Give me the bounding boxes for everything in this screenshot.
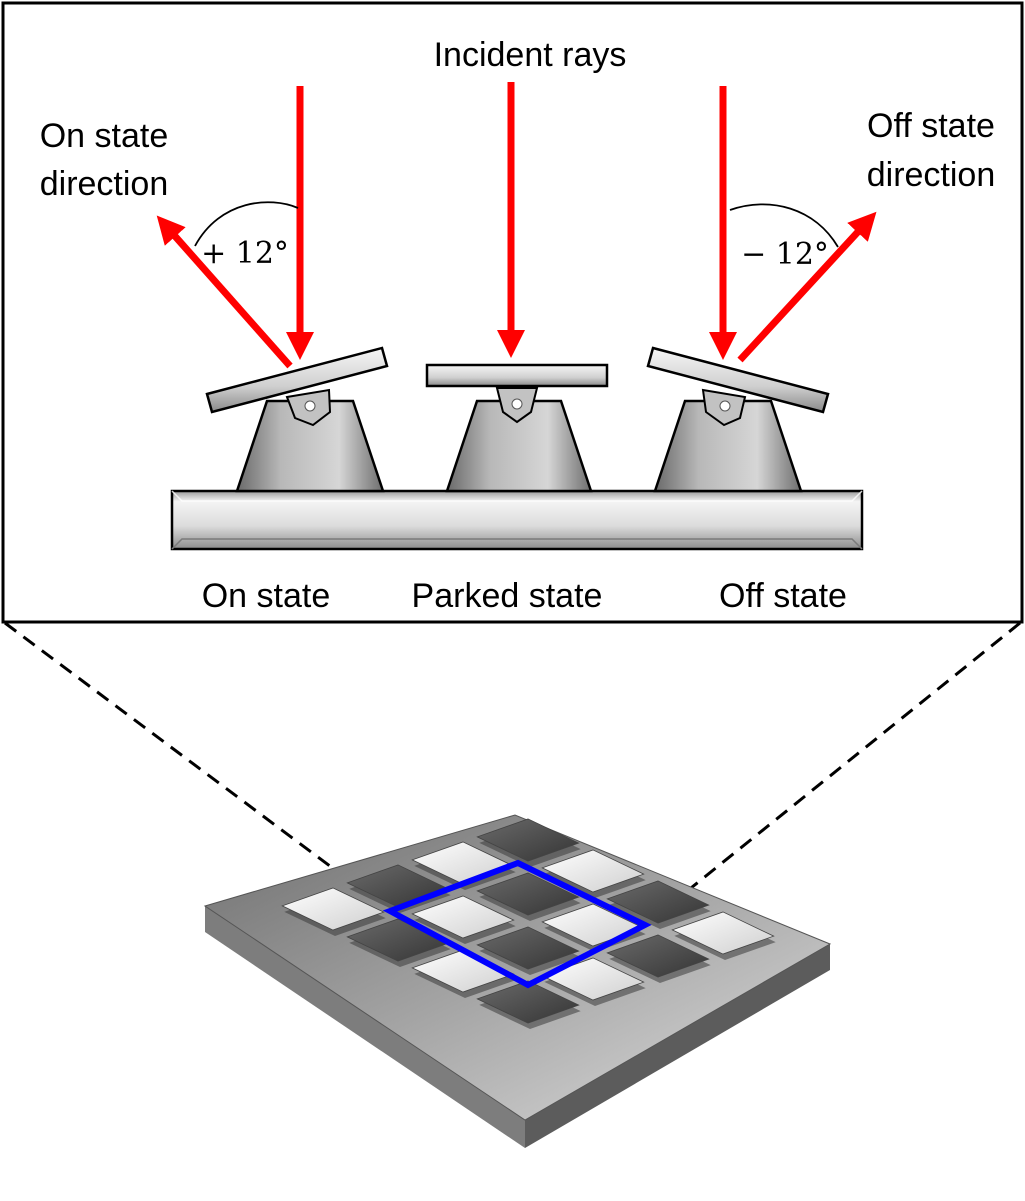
chip-tile-dark xyxy=(476,926,580,970)
off-angle-label: − 12° xyxy=(741,237,829,272)
chip-tile-light xyxy=(541,849,645,893)
projection-line-left xyxy=(4,621,391,913)
parked-state-label: Parked state xyxy=(412,577,603,615)
chip-side-left xyxy=(205,906,525,1148)
highlight-region xyxy=(382,859,652,989)
chip-tile-dark xyxy=(476,980,580,1024)
projection-line-right xyxy=(644,621,1021,927)
on-direction-label-line1: On state xyxy=(40,117,169,155)
chip-tile-dark xyxy=(606,934,710,978)
off-direction-label-line2: direction xyxy=(867,156,996,194)
hinge-parked xyxy=(495,387,539,424)
on-state-label: On state xyxy=(202,577,331,615)
chip-side-right xyxy=(525,944,830,1148)
hinge-on xyxy=(285,388,332,427)
pedestal-off xyxy=(653,399,803,493)
on-angle-label: + 12° xyxy=(201,236,289,271)
on-direction-label-line2: direction xyxy=(40,165,169,203)
reflected-ray-off xyxy=(737,211,877,363)
chip-tile-light xyxy=(281,887,385,931)
mirror-off xyxy=(646,346,830,414)
mirror-parked xyxy=(425,363,609,388)
chip-tile-dark xyxy=(476,872,580,916)
angle-arc-on xyxy=(194,201,299,247)
chip-tile-light xyxy=(671,911,775,955)
mirror-on xyxy=(205,346,389,414)
off-state-label: Off state xyxy=(719,577,847,615)
angle-arc-off xyxy=(729,203,839,248)
dmd-chip xyxy=(203,814,832,1148)
chip-tile-grid xyxy=(281,818,776,1030)
hinge-off xyxy=(701,388,747,427)
incident-rays-label: Incident rays xyxy=(434,36,627,74)
pedestal-on xyxy=(235,399,385,493)
chip-tile-light xyxy=(541,957,645,1001)
chip-tile-light xyxy=(411,895,515,939)
substrate-bar xyxy=(170,489,864,551)
reflected-ray-on xyxy=(156,215,293,369)
chip-tile-dark xyxy=(476,818,580,862)
chip-tile-dark xyxy=(606,880,710,924)
pedestal-parked xyxy=(445,399,593,493)
off-direction-label-line1: Off state xyxy=(867,107,995,145)
